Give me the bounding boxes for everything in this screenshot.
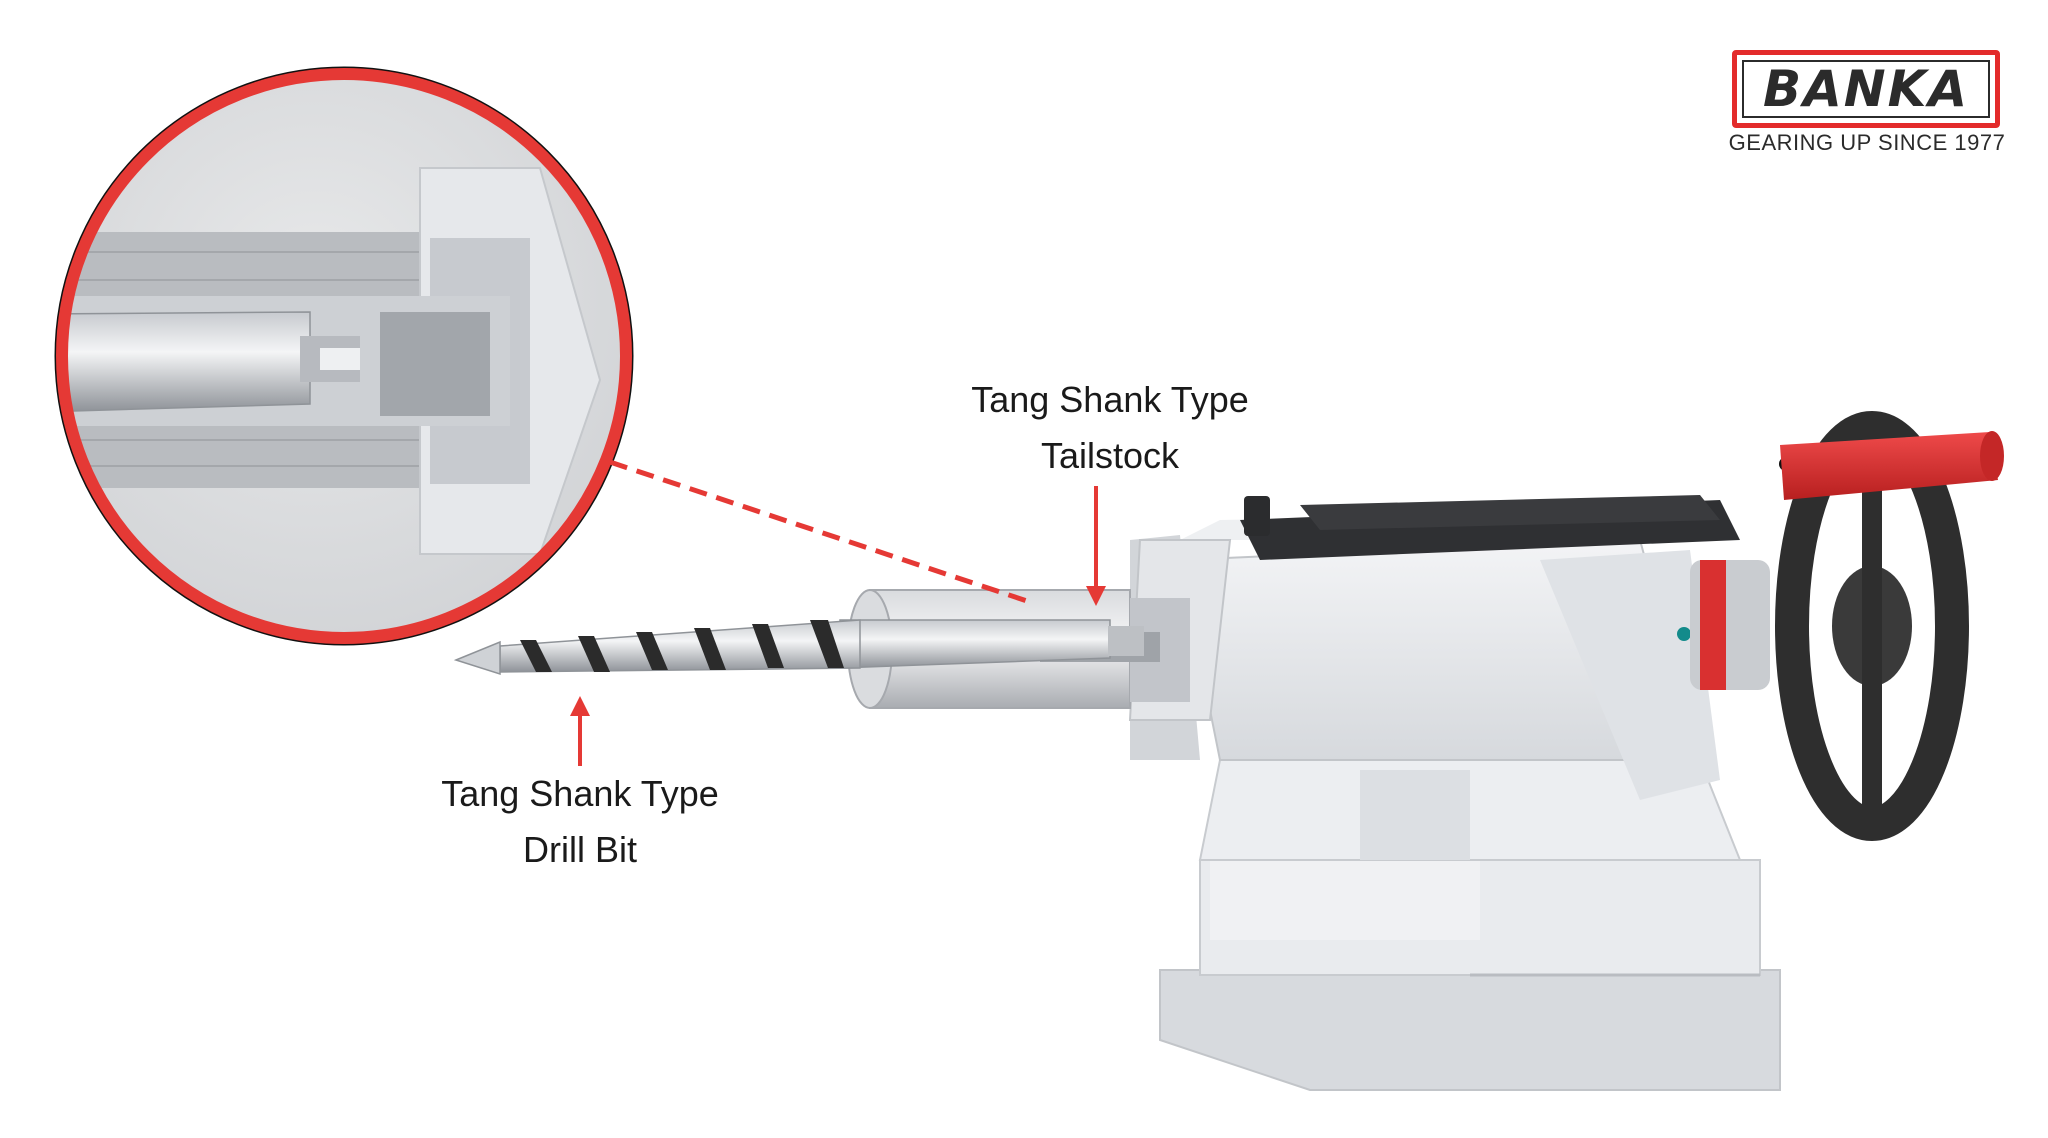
brand-name: BANKA <box>1762 60 1970 118</box>
drill-bit-label-line2: Drill Bit <box>523 829 637 870</box>
drill-bit-label: Tang Shank Type Drill Bit <box>370 766 790 878</box>
tailstock-body <box>1128 495 1740 800</box>
tailstock-label: Tang Shank Type Tailstock <box>900 372 1320 484</box>
brand-logo: BANKA GEARING UP SINCE 1977 <box>1722 44 2012 164</box>
brand-tagline: GEARING UP SINCE 1977 <box>1728 130 2006 155</box>
dashed-callout-line <box>609 459 1031 605</box>
drill-bit-label-line1: Tang Shank Type <box>441 773 719 814</box>
drill-bit-arrow <box>570 696 590 766</box>
tailstock-label-line1: Tang Shank Type <box>971 379 1249 420</box>
logo-frame: BANKA <box>1732 50 2000 128</box>
tailstock-label-line2: Tailstock <box>1040 435 1180 476</box>
tailstock-arrow <box>1086 486 1106 606</box>
handwheel <box>1690 411 2004 841</box>
tailstock-base <box>1159 759 1781 1091</box>
tang-shank-drill-bit <box>453 619 1144 676</box>
magnified-detail-circle <box>54 66 634 646</box>
logo-inner-frame: BANKA <box>1742 60 1990 118</box>
